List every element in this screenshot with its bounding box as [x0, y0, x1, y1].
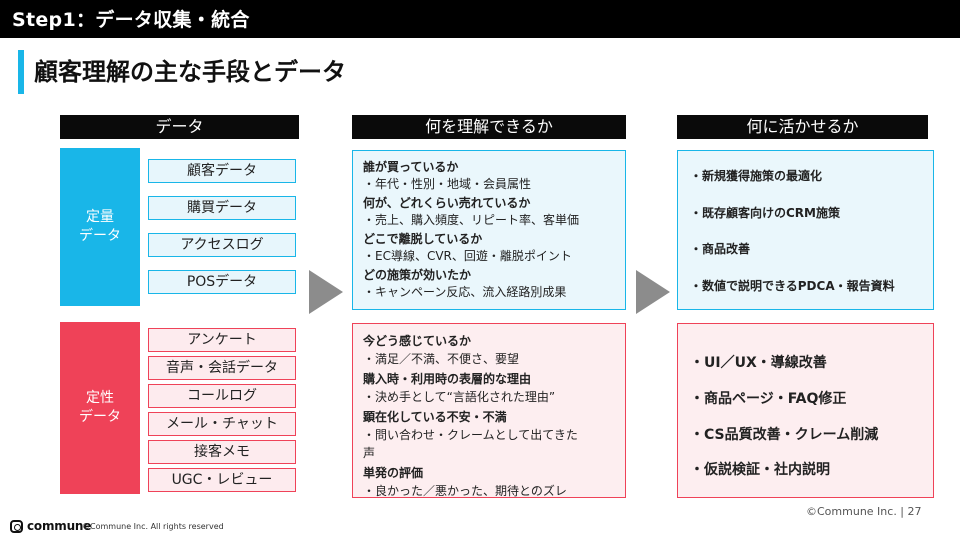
understand-question: 今どう感じているか [363, 334, 472, 348]
category-label-line2: データ [79, 228, 121, 244]
top-bar: Step1：データ収集・統合 [0, 0, 960, 38]
use-item: ・数値で説明できるPDCA・報告資料 [690, 279, 895, 293]
use-item: ・商品改善 [690, 242, 751, 256]
data-item: POSデータ [148, 270, 296, 294]
understand-answer: ・問い合わせ・クレームとして出てきた [363, 428, 578, 442]
understand-answer: ・年代・性別・地域・会員属性 [363, 177, 532, 191]
use-item: ・UI／UX・導線改善 [690, 355, 827, 371]
use-panel-qualitative: ・UI／UX・導線改善 ・商品ページ・FAQ修正 ・CS品質改善・クレーム削減 … [677, 323, 934, 498]
data-item: アクセスログ [148, 233, 296, 257]
column-header-data: データ [60, 115, 299, 139]
understand-question: どこで離脱しているか [363, 232, 483, 246]
data-item: UGC・レビュー [148, 468, 296, 492]
understand-question: 購入時・利用時の表層的な理由 [363, 372, 532, 386]
title-accent-bar [18, 50, 24, 94]
use-item: ・新規獲得施策の最適化 [690, 169, 823, 183]
step-title: Step1：データ収集・統合 [12, 9, 250, 31]
understand-panel-quantitative: 誰が買っているか ・年代・性別・地域・会員属性 何が、どれくらい売れているか ・… [352, 150, 626, 310]
page-title: 顧客理解の主な手段とデータ [34, 58, 346, 86]
category-label-line1: 定性 [86, 390, 114, 407]
data-item: 顧客データ [148, 159, 296, 183]
category-label-line1: 定量 [86, 209, 114, 226]
data-item: 接客メモ [148, 440, 296, 464]
understand-question: どの施策が効いたか [363, 268, 472, 282]
understand-question: 何が、どれくらい売れているか [363, 196, 531, 210]
understand-answer: ・売上、購入頻度、リピート率、客単価 [363, 213, 580, 227]
understand-answer: ・キャンペーン反応、流入経路別成果 [363, 285, 567, 299]
category-label-line2: データ [79, 409, 121, 425]
understand-question: 単発の評価 [363, 466, 424, 480]
logo-text: commune [27, 519, 92, 533]
footer-copyright-left: ©Commune Inc. All rights reserved [82, 522, 224, 531]
understand-answer-continued: 声 [363, 446, 376, 460]
data-item: 購買データ [148, 196, 296, 220]
understand-panel-qualitative: 今どう感じているか ・満足／不満、不便さ、要望 購入時・利用時の表層的な理由 ・… [352, 323, 626, 498]
use-panel-quantitative: ・新規獲得施策の最適化 ・既存顧客向けのCRM施策 ・商品改善 ・数値で説明でき… [677, 150, 934, 310]
data-item: メール・チャット [148, 412, 296, 436]
commune-logo-icon [10, 519, 23, 533]
understand-answer: ・良かった／悪かった、期待とのズレ [363, 484, 567, 498]
column-header-understand: 何を理解できるか [352, 115, 626, 139]
arrow-right-icon [309, 270, 343, 314]
column-header-use: 何に活かせるか [677, 115, 928, 139]
category-qualitative: 定性 データ [60, 322, 140, 494]
understand-answer: ・EC導線、CVR、回遊・離脱ポイント [363, 249, 572, 263]
understand-question: 誰が買っているか [363, 160, 459, 174]
data-item: コールログ [148, 384, 296, 408]
use-item: ・仮説検証・社内説明 [690, 462, 830, 478]
arrow-right-icon [636, 270, 670, 314]
data-item: アンケート [148, 328, 296, 352]
use-item: ・CS品質改善・クレーム削減 [690, 427, 879, 443]
category-quantitative: 定量 データ [60, 148, 140, 306]
use-item: ・既存顧客向けのCRM施策 [690, 206, 840, 220]
understand-answer: ・決め手として“言語化された理由” [363, 390, 556, 404]
understand-answer: ・満足／不満、不便さ、要望 [363, 352, 520, 366]
use-item: ・商品ページ・FAQ修正 [690, 391, 847, 407]
data-item: 音声・会話データ [148, 356, 296, 380]
understand-question: 顕在化している不安・不満 [363, 410, 507, 424]
footer-copyright-page-number: ©Commune Inc. | 27 [806, 505, 922, 518]
footer-logo: commune [10, 519, 91, 533]
